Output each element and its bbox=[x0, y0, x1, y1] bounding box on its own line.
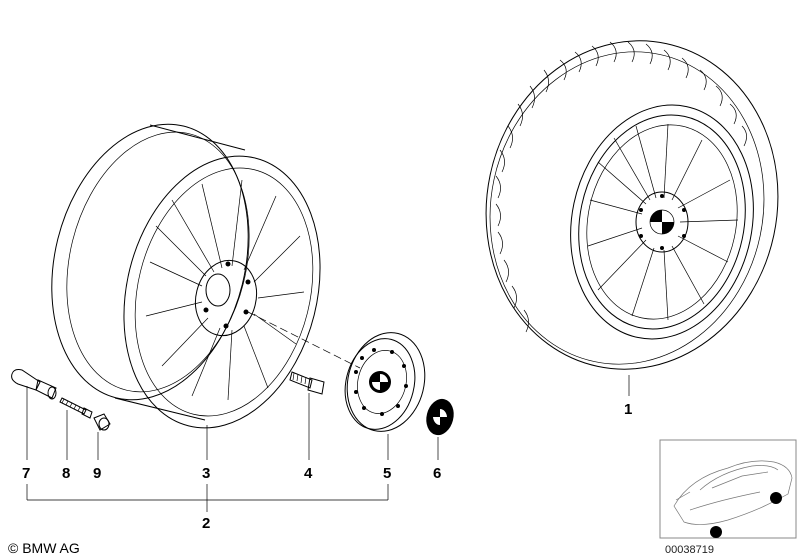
callout-5: 5 bbox=[383, 465, 391, 482]
part-number-text: 00038719 bbox=[665, 544, 714, 556]
callout-4: 4 bbox=[304, 465, 313, 482]
valve-icon bbox=[11, 369, 57, 400]
callout-6: 6 bbox=[433, 465, 441, 482]
bmw-emblem-icon bbox=[426, 398, 454, 436]
wheel-rim-icon bbox=[51, 123, 321, 429]
group-bracket bbox=[26, 484, 389, 512]
valve-core-icon bbox=[59, 397, 93, 419]
wheel-bolt-icon bbox=[289, 371, 325, 395]
callout-8: 8 bbox=[62, 465, 70, 482]
valve-cap-icon bbox=[93, 413, 111, 431]
hub-cap-icon bbox=[344, 332, 426, 432]
copyright-text: © BMW AG bbox=[8, 540, 80, 556]
assembly-line bbox=[247, 311, 361, 369]
car-thumbnail-icon bbox=[659, 439, 797, 539]
callout-2: 2 bbox=[202, 515, 210, 532]
callout-3: 3 bbox=[202, 465, 210, 482]
callout-7: 7 bbox=[22, 465, 30, 482]
callout-9: 9 bbox=[93, 465, 101, 482]
callout-1: 1 bbox=[624, 401, 632, 418]
wheel-tire-icon bbox=[485, 40, 779, 370]
